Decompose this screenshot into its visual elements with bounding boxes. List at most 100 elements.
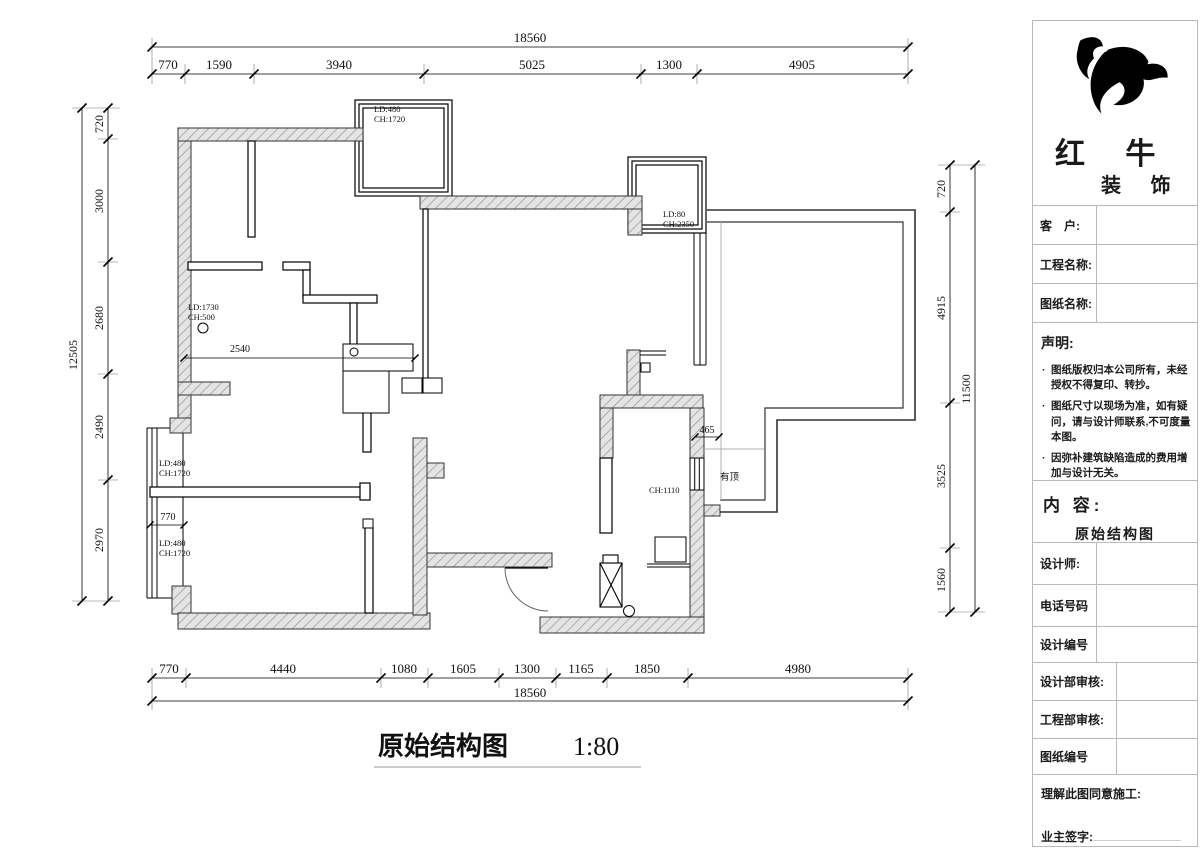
annotation-label: LD:480	[159, 458, 185, 468]
annotation-label: LD:80	[663, 209, 685, 219]
dim-label: 720	[92, 115, 106, 133]
statement-section: 声明: 图纸版权归本公司所有，未经授权不得复印、转抄。 图纸尺寸以现场为准，如有…	[1033, 323, 1197, 481]
annotation-label: CH:1110	[649, 485, 680, 495]
dim-label: 1165	[568, 661, 594, 676]
dim-label: 770	[159, 661, 179, 676]
dim-labels-bottom: 770 4440 1080 1605 1300 1165 1850 4980 1…	[159, 661, 811, 700]
engineering-review-value-cell	[1116, 701, 1197, 738]
field-row-engineering-review: 工程部审核:	[1033, 701, 1197, 739]
designer-label: 设计师:	[1040, 557, 1080, 571]
annotation-label: CH:500	[188, 312, 215, 322]
engineering-review-label: 工程部审核:	[1040, 713, 1104, 727]
dim-label: 1605	[450, 661, 476, 676]
field-row-phone: 电话号码	[1033, 585, 1197, 627]
dim-label: 1300	[656, 57, 682, 72]
title-block: 红 牛 装 饰 客 户: 工程名称: 图纸名称: 声明: 图纸版权归本公司所有，…	[1032, 20, 1198, 847]
dim-label: 11500	[959, 374, 973, 404]
dim-label: 18560	[514, 30, 547, 45]
content-section: 内 容: 原始结构图	[1033, 481, 1197, 543]
right-window-strip	[693, 232, 707, 366]
design-no-value-cell	[1096, 627, 1197, 662]
bay-window-top-left	[354, 99, 453, 197]
dim-label: 1300	[514, 661, 540, 676]
dim-chain-bottom	[146, 668, 914, 710]
annotation-label: LD:1730	[188, 302, 219, 312]
dim-label: 1590	[206, 57, 232, 72]
annotation-label: LD:480	[374, 104, 400, 114]
annotation-label: CH:2350	[663, 219, 694, 229]
field-row-sheet: 图纸名称:	[1033, 284, 1197, 323]
dim-chain-top	[146, 38, 914, 84]
dim-chain-right	[938, 159, 985, 618]
sheet-name-label: 图纸名称:	[1040, 296, 1092, 311]
dim-label: 1850	[634, 661, 660, 676]
signoff-section: 理解此图同意施工: 业主签字:	[1033, 775, 1197, 845]
annotation-label: LD:480	[159, 538, 185, 548]
agree-construction-label: 理解此图同意施工:	[1041, 787, 1141, 801]
dim-label: 4980	[785, 661, 811, 676]
bathroom-window	[689, 457, 705, 491]
dim-label: 4440	[270, 661, 296, 676]
dim-label: 4905	[789, 57, 815, 72]
dim-label: 4915	[934, 296, 948, 320]
dim-label: 2680	[92, 306, 106, 330]
dim-label: 2970	[92, 528, 106, 552]
dim-labels-left: 720 3000 2680 2490 2970 12505	[66, 115, 106, 552]
annotation-label: CH:1720	[159, 468, 190, 478]
dim-inner	[145, 353, 724, 530]
phone-label: 电话号码	[1040, 599, 1089, 613]
dim-label: 5025	[519, 57, 545, 72]
dim-label: 2540	[230, 344, 250, 355]
sheet-name-value-cell	[1096, 284, 1197, 322]
drawing-title: 原始结构图	[378, 732, 508, 761]
dim-label: 770	[158, 57, 178, 72]
drawing-scale: 1:80	[573, 732, 619, 761]
design-no-label: 设计编号	[1040, 638, 1089, 652]
field-row-design-no: 设计编号	[1033, 627, 1197, 663]
statement-item: 图纸尺寸以现场为准，如有疑问，请与设计师联系,不可度量本图。	[1041, 399, 1191, 445]
designer-value-cell	[1096, 543, 1197, 584]
statement-item: 因弥补建筑缺陷造成的费用增加与设计无关。	[1041, 451, 1191, 481]
client-label: 客 户:	[1040, 218, 1080, 233]
owner-signature-line	[1093, 828, 1181, 841]
content-value: 原始结构图	[1075, 526, 1155, 542]
dim-label: 18560	[514, 685, 547, 700]
drawing-title-group: 原始结构图 1:80	[374, 732, 641, 768]
dim-label: 1080	[391, 661, 417, 676]
dim-label: 3000	[92, 189, 106, 213]
dim-label: 3940	[326, 57, 352, 72]
logo-box: 红 牛 装 饰	[1033, 21, 1197, 206]
dim-label: 12505	[66, 340, 80, 370]
dim-labels-right: 720 4915 3525 1560 11500	[934, 180, 973, 592]
statement-heading: 声明:	[1041, 335, 1074, 351]
company-name: 红 牛	[1055, 138, 1172, 171]
structural-walls	[169, 127, 721, 634]
entry-door	[504, 567, 549, 612]
drawing-no-value-cell	[1116, 739, 1197, 774]
annotation-label: CH:1720	[159, 548, 190, 558]
shaft-flue	[599, 554, 623, 608]
dim-labels-inner: 2540 770 465	[161, 344, 715, 523]
floorplan-drawing: 18560 770 1590 3940 5025 1300 4905 770 4…	[66, 30, 985, 768]
annotation-label: 有顶	[720, 471, 740, 483]
field-row-designer: 设计师:	[1033, 543, 1197, 585]
design-review-label: 设计部审核:	[1040, 675, 1104, 689]
field-row-client: 客 户:	[1033, 206, 1197, 245]
design-review-value-cell	[1116, 663, 1197, 700]
dim-label: 720	[934, 180, 948, 198]
drawing-no-label: 图纸编号	[1040, 750, 1089, 764]
terrace-covered-guides	[704, 222, 764, 500]
field-row-design-review: 设计部审核:	[1033, 663, 1197, 701]
field-row-project: 工程名称:	[1033, 245, 1197, 284]
dim-label: 1560	[934, 568, 948, 592]
fixtures	[197, 322, 690, 617]
content-heading: 内 容:	[1043, 496, 1104, 515]
owner-signature-label: 业主签字:	[1041, 830, 1093, 844]
terrace-outline	[707, 209, 916, 513]
plan-annotations: LD:480 CH:1720 LD:80 CH:2350 LD:480 CH:1…	[159, 104, 740, 558]
company-logo-icon	[1076, 37, 1168, 114]
annotation-label: CH:1720	[374, 114, 405, 124]
phone-value-cell	[1096, 585, 1197, 626]
owner-signature-row: 业主签字:	[1041, 828, 1189, 845]
dim-label: 3525	[934, 464, 948, 488]
